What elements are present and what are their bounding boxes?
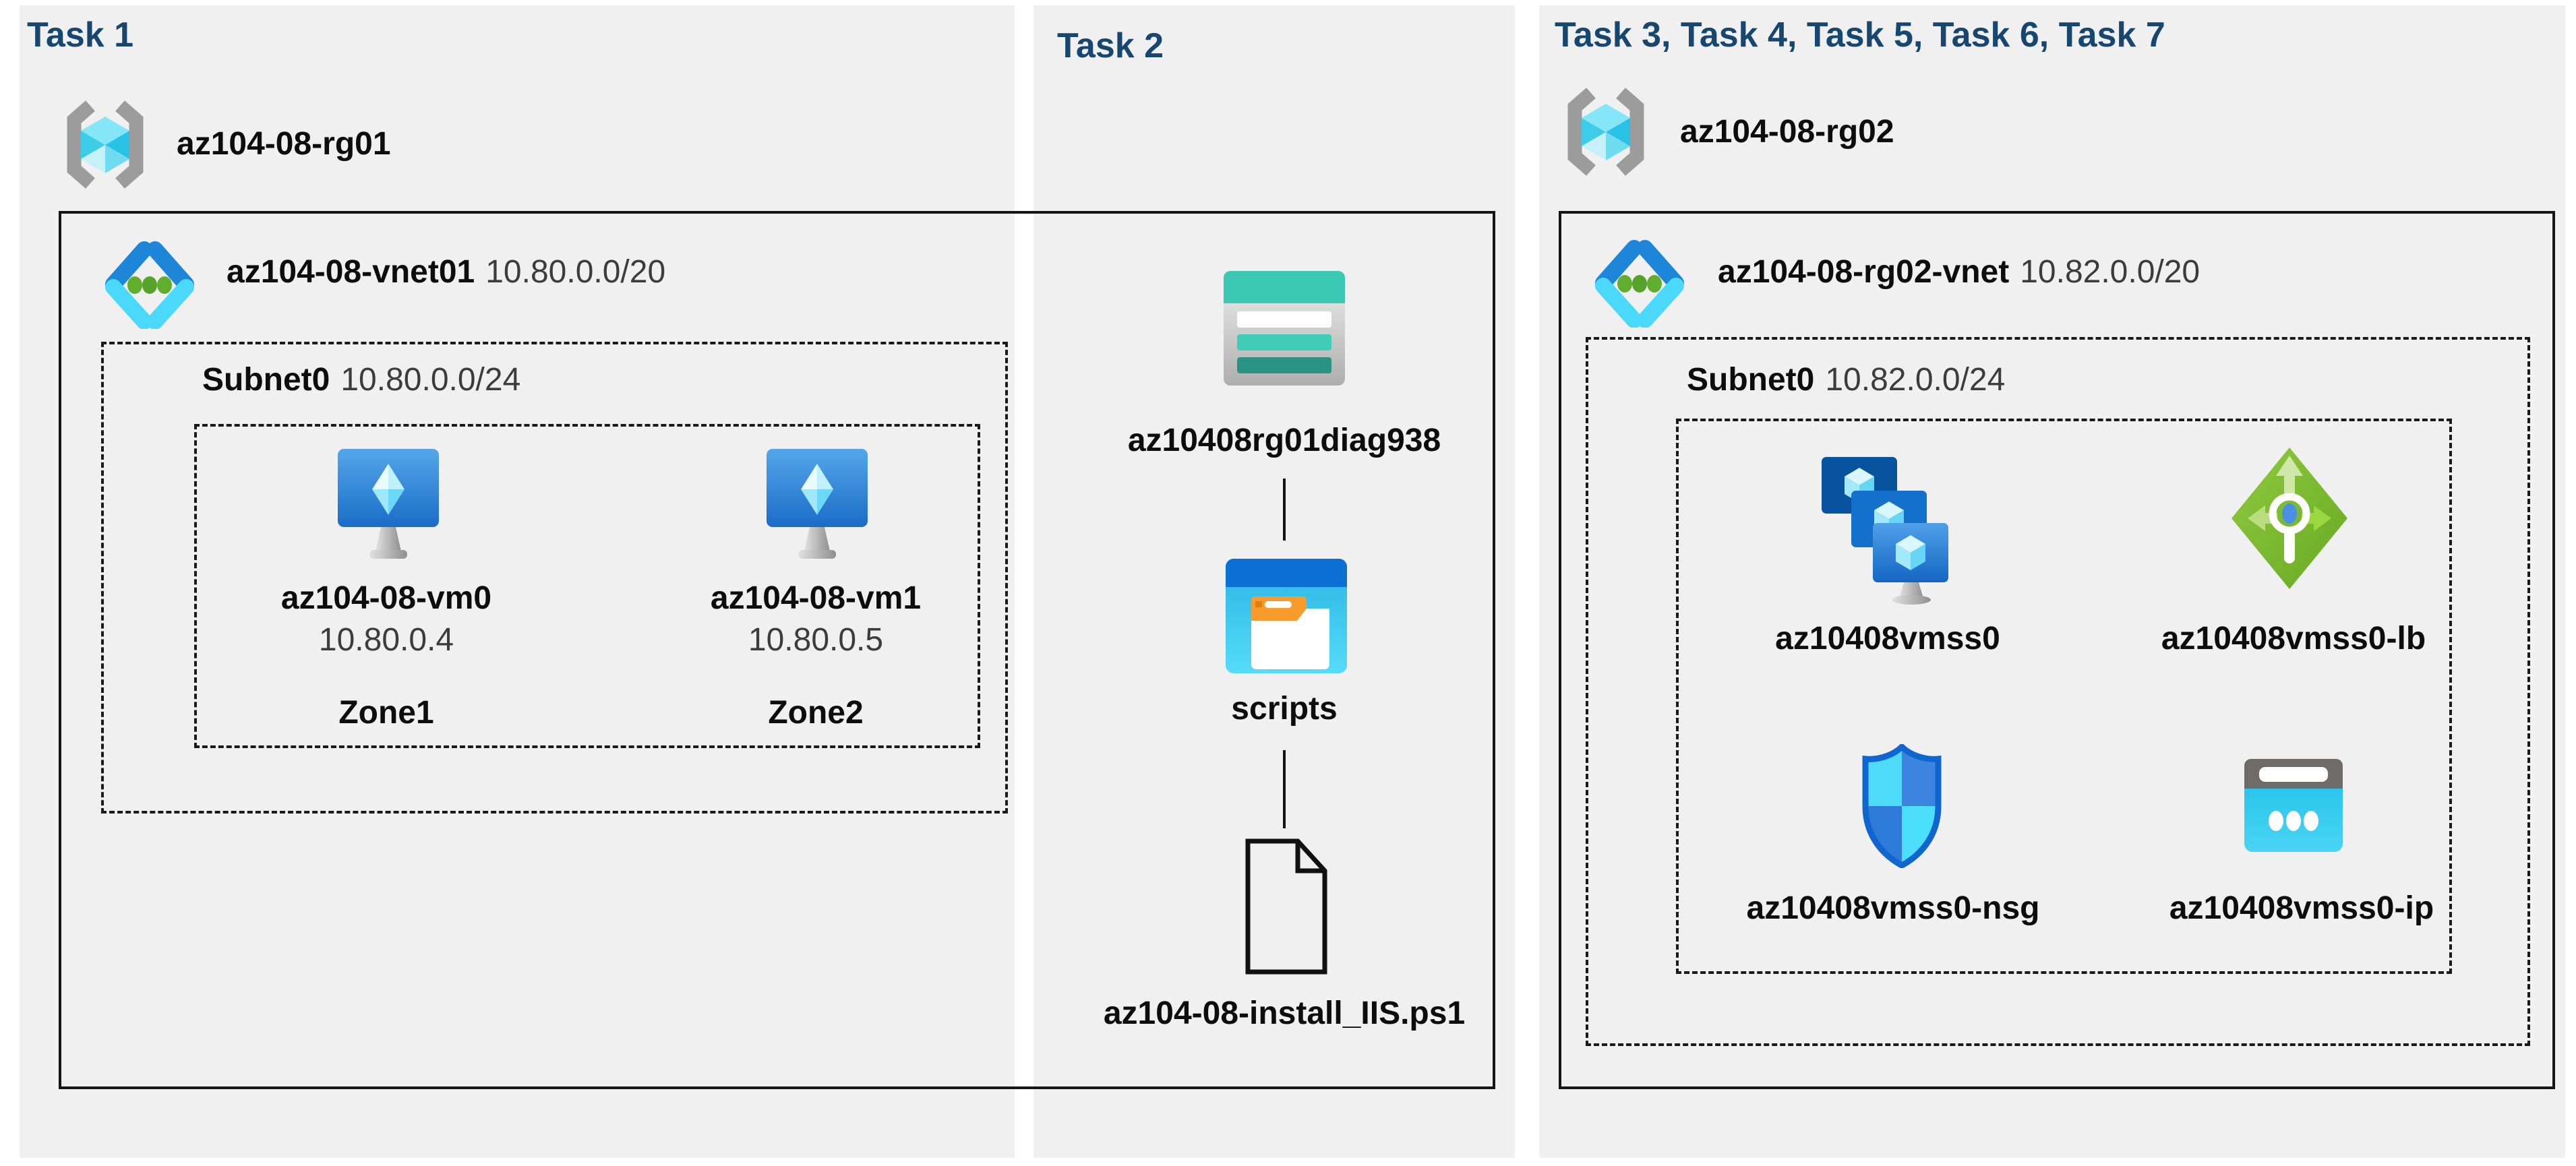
vm0-ip: 10.80.0.4 xyxy=(318,622,454,658)
load-balancer-icon xyxy=(2230,446,2349,590)
task1-vnet-label: az104-08-vnet01 10.80.0.0/20 xyxy=(227,254,666,290)
virtual-machine-icon xyxy=(338,449,439,562)
script-file-name: az104-08-install_IIS.ps1 xyxy=(1103,995,1466,1031)
task3-vnet-cidr: 10.82.0.0/20 xyxy=(2020,254,2200,290)
nsg-name: az10408vmss0-nsg xyxy=(1746,890,2040,926)
task1-resource-group-name: az104-08-rg01 xyxy=(177,126,391,162)
task3-header: Task 3, Task 4, Task 5, Task 6, Task 7 xyxy=(1555,16,2165,55)
task2-header: Task 2 xyxy=(1057,26,1164,65)
container-to-file-line xyxy=(1283,750,1286,828)
task3-subnet0-box xyxy=(1586,337,2530,1046)
task1-header: Task 1 xyxy=(27,16,134,55)
task3-vnet-box xyxy=(1559,211,2555,1089)
task1-vm-group-box xyxy=(194,424,980,748)
storage-account-name: az10408rg01diag938 xyxy=(1127,423,1441,458)
storage-account-icon xyxy=(1224,271,1345,386)
public-ip-icon xyxy=(2244,759,2343,852)
container-name: scripts xyxy=(1231,691,1338,727)
vm0-zone: Zone1 xyxy=(338,695,434,731)
task3-resource-group-box xyxy=(1676,419,2452,974)
task3-vnet-label: az104-08-rg02-vnet 10.82.0.0/20 xyxy=(1718,254,2200,290)
task3-subnet-name: Subnet0 xyxy=(1687,362,1815,398)
file-icon xyxy=(1242,836,1330,977)
vm0-name: az104-08-vm0 xyxy=(280,580,492,616)
task3-subnet-label: Subnet0 10.82.0.0/24 xyxy=(1687,362,2006,398)
storage-to-container-line xyxy=(1283,479,1286,541)
task1-vnet-box xyxy=(59,211,1495,1089)
task3-resource-group-name: az104-08-rg02 xyxy=(1680,114,1894,150)
virtual-network-icon xyxy=(102,240,197,330)
task3-vnet-name: az104-08-rg02-vnet xyxy=(1718,254,2010,290)
task1-subnet-cidr: 10.80.0.0/24 xyxy=(340,362,521,398)
folder-icon xyxy=(1226,559,1347,673)
load-balancer-name: az10408vmss0-lb xyxy=(2161,621,2426,656)
task3-subnet-cidr: 10.82.0.0/24 xyxy=(1825,362,2006,398)
task3-panel xyxy=(1539,5,2565,1158)
virtual-machine-icon xyxy=(767,449,868,562)
vm1-name: az104-08-vm1 xyxy=(710,580,922,616)
vm1-zone: Zone2 xyxy=(768,695,864,731)
task1-subnet-name: Subnet0 xyxy=(202,362,330,398)
public-ip-name: az10408vmss0-ip xyxy=(2169,890,2434,926)
task1-vnet-name: az104-08-vnet01 xyxy=(227,254,475,290)
virtual-network-icon xyxy=(1592,239,1687,328)
resource-group-icon xyxy=(61,99,150,190)
task1-subnet-label: Subnet0 10.80.0.0/24 xyxy=(202,362,521,398)
task1-panel xyxy=(20,5,1015,1158)
vmss-name: az10408vmss0 xyxy=(1775,621,2000,656)
task1-subnet0-box xyxy=(101,342,1008,814)
resource-group-icon xyxy=(1561,86,1650,177)
vm1-ip: 10.80.0.5 xyxy=(748,622,884,658)
network-security-group-icon xyxy=(1859,742,1945,869)
vm-scale-set-icon xyxy=(1820,456,1948,605)
task1-vnet-cidr: 10.80.0.0/20 xyxy=(485,254,666,290)
